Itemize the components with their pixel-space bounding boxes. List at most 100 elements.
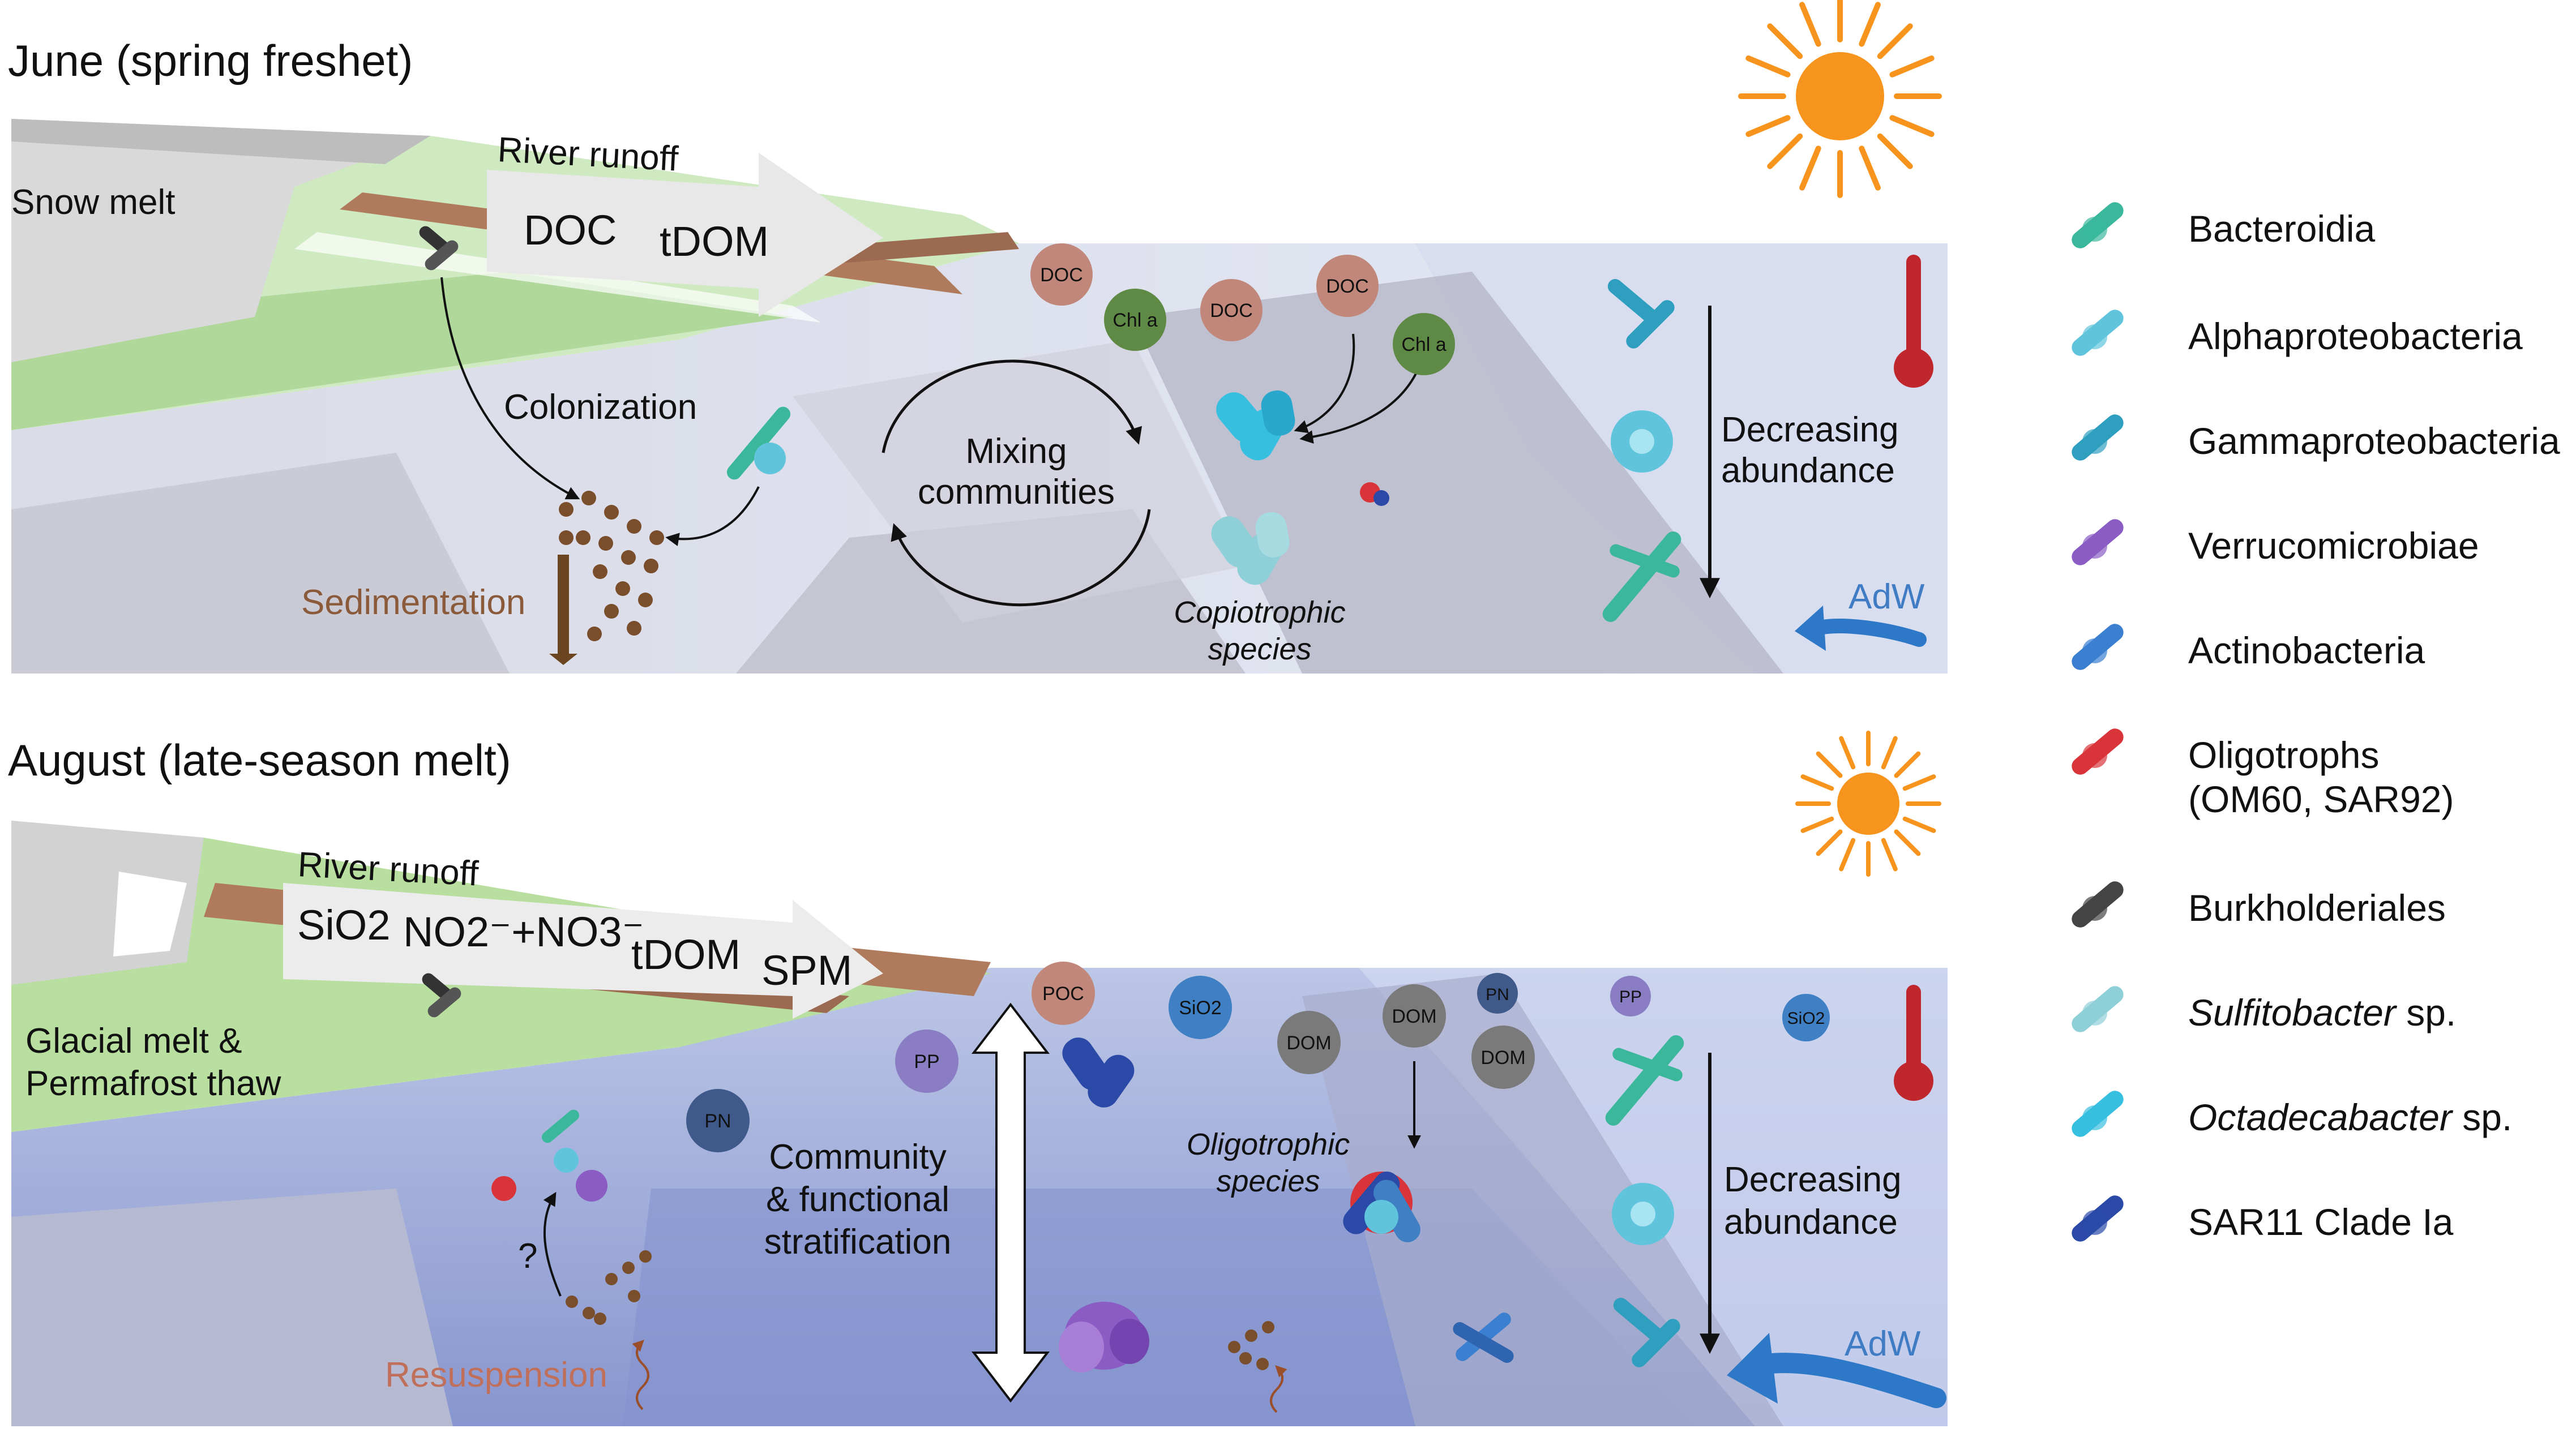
legend-item: Alphaproteobacteria bbox=[2072, 310, 2523, 357]
august-resuspension-label: Resuspension bbox=[385, 1356, 607, 1395]
august-alphaproteobacteria-icon bbox=[1612, 1183, 1674, 1245]
august-stratification-label-3: stratification bbox=[764, 1222, 952, 1262]
june-decreasing-label-2: abundance bbox=[1721, 451, 1895, 490]
august-bubble-dom-3: DOM bbox=[1471, 1026, 1535, 1089]
sun-ray bbox=[1859, 145, 1881, 191]
legend-label: Burkholderiales bbox=[2188, 887, 2446, 929]
august-thermometer-icon bbox=[1894, 985, 1933, 1101]
august-decreasing-label-2: abundance bbox=[1724, 1203, 1898, 1242]
sediment-particle bbox=[583, 1307, 595, 1319]
june-bubble-chla-2: Chl a bbox=[1393, 313, 1455, 375]
legend-verrucomicrobiae-icon bbox=[2072, 519, 2124, 565]
sun-ray bbox=[1800, 816, 1834, 833]
june-bacteroidia-icon bbox=[1602, 531, 1681, 622]
sediment-particle bbox=[627, 621, 641, 636]
june-sedimentation-head bbox=[549, 654, 577, 665]
svg-text:PN: PN bbox=[704, 1110, 731, 1132]
svg-text:POC: POC bbox=[1042, 983, 1084, 1005]
august-stratification-arrow bbox=[971, 1002, 1050, 1403]
august-glacial-label-1: Glacial melt & bbox=[25, 1022, 242, 1061]
sediment-particle bbox=[1228, 1341, 1240, 1353]
august-adw-arrow bbox=[1756, 1353, 1946, 1408]
august-river-runoff-arrow bbox=[283, 883, 883, 1019]
june-gammaproteobacteria-icon bbox=[1607, 279, 1675, 349]
august-question-arrow bbox=[543, 1191, 562, 1297]
june-river-channel bbox=[294, 232, 821, 323]
sediment-particle bbox=[587, 627, 602, 641]
svg-text:PP: PP bbox=[1619, 988, 1642, 1006]
sun-ray bbox=[1767, 133, 1803, 169]
legend-sar11-clade-ia-icon bbox=[2072, 1195, 2124, 1242]
svg-text:SiO2: SiO2 bbox=[1179, 997, 1222, 1019]
august-panel: August (late-season melt) River runoff S… bbox=[8, 731, 1948, 1426]
august-burkholderiales-icon bbox=[422, 973, 461, 1018]
svg-text:DOC: DOC bbox=[1326, 276, 1369, 297]
svg-text:SiO2: SiO2 bbox=[1787, 1009, 1825, 1028]
june-bacteroidia-colonizer-icon bbox=[726, 406, 791, 480]
sediment-particle bbox=[644, 559, 658, 573]
svg-text:Chl a: Chl a bbox=[1112, 310, 1157, 331]
june-panel: June (spring freshet) Snow melt River ru… bbox=[8, 0, 1948, 674]
august-runoff-tdom: tDOM bbox=[631, 931, 741, 978]
august-sar11-icon bbox=[1062, 1037, 1135, 1108]
august-seafloor-facet bbox=[11, 1189, 453, 1426]
legend-item: Octadecabacter sp. bbox=[2072, 1091, 2512, 1138]
june-attach-arrow bbox=[665, 486, 760, 546]
legend-label: Actinobacteria bbox=[2188, 629, 2425, 671]
june-seafloor-slope bbox=[1132, 272, 1783, 674]
legend-alphaproteobacteria-icon bbox=[2072, 310, 2124, 356]
june-decreasing-label-1: Decreasing bbox=[1721, 410, 1899, 449]
august-glacier-face bbox=[113, 872, 187, 956]
sun-ray bbox=[1745, 55, 1791, 78]
sun-ray bbox=[1889, 55, 1935, 78]
june-runoff-doc: DOC bbox=[524, 207, 617, 254]
june-open-water bbox=[1415, 243, 1948, 674]
june-adw-arrow-head bbox=[1795, 606, 1826, 651]
august-seafloor-slope bbox=[1302, 973, 1783, 1426]
june-mixing-arrow-bottom bbox=[891, 509, 1151, 607]
sediment-particle bbox=[581, 491, 596, 505]
june-river-runoff-label: River runoff bbox=[497, 130, 679, 179]
june-sun-icon bbox=[1738, 0, 1942, 198]
august-bubble-pn-2: PN bbox=[686, 1089, 750, 1152]
legend-item: Oligotrophs(OM60, SAR92) bbox=[2072, 728, 2454, 820]
august-adw-label: AdW bbox=[1845, 1324, 1921, 1363]
sediment-particle bbox=[628, 1290, 640, 1302]
sun-ray bbox=[1877, 133, 1913, 169]
august-adw-arrow-head bbox=[1727, 1333, 1778, 1404]
june-seafloor-facet bbox=[11, 453, 510, 674]
august-bubble-poc: POC bbox=[1032, 962, 1095, 1025]
sun-ray bbox=[1767, 23, 1803, 59]
june-burkholderiales-icon bbox=[419, 226, 459, 271]
legend-bacteroidia-icon bbox=[2072, 202, 2124, 248]
legend-oligotrophs-icon bbox=[2072, 728, 2124, 775]
sun-ray bbox=[1799, 2, 1821, 47]
sediment-particle bbox=[639, 1250, 652, 1263]
sun-ray bbox=[1902, 816, 1936, 833]
june-copiotrophic-label-1: Copiotrophic bbox=[1174, 595, 1345, 629]
august-runoff-no: NO2⁻+NO3⁻ bbox=[403, 908, 644, 955]
svg-text:PN: PN bbox=[1486, 985, 1509, 1004]
june-mountain-ridge bbox=[11, 119, 430, 164]
sun-ray bbox=[1839, 838, 1856, 872]
june-river-runoff-arrow bbox=[487, 153, 883, 317]
august-actinobacteria-icon bbox=[1453, 1312, 1514, 1363]
sun-ray bbox=[1902, 774, 1936, 791]
june-oligotroph-small-icon bbox=[1360, 482, 1389, 506]
sun-ray bbox=[1877, 23, 1913, 59]
sun-ray bbox=[1894, 829, 1921, 856]
june-mixing-label-1: Mixing bbox=[965, 432, 1067, 471]
legend-item: Gammaproteobacteria bbox=[2072, 414, 2560, 462]
sediment-particle bbox=[621, 550, 636, 565]
august-verrucomicrobiae-icon bbox=[1059, 1302, 1149, 1372]
legend-item: Actinobacteria bbox=[2072, 624, 2425, 671]
sediment-particle bbox=[604, 604, 619, 619]
august-oligotrophic-label-2: species bbox=[1216, 1164, 1320, 1198]
june-snow-melt-label: Snow melt bbox=[11, 183, 175, 222]
sediment-particle bbox=[598, 536, 613, 551]
august-bubble-sio2-2: SiO2 bbox=[1782, 994, 1830, 1041]
svg-text:DOM: DOM bbox=[1286, 1032, 1331, 1054]
svg-text:DOC: DOC bbox=[1210, 300, 1253, 321]
august-bacteroidia-icon bbox=[1605, 1035, 1684, 1126]
